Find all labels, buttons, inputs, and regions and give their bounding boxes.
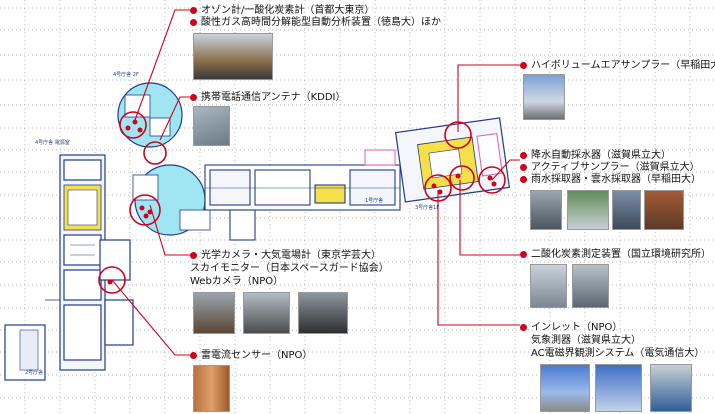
- label-sky-monitor: スカイモニター（日本スペースガード協会）: [190, 263, 389, 274]
- label-antenna: 携帯電話通信アンテナ（KDDI）: [190, 92, 346, 104]
- bullet-icon: [520, 61, 527, 69]
- building-1-corridor: [204, 149, 401, 241]
- bullet-icon: [520, 323, 527, 331]
- map-text-bldg4-2f: 4号庁舎 2F: [113, 72, 139, 78]
- marker-dots: [107, 119, 497, 285]
- photo-co2-1: [530, 264, 567, 308]
- label-rain-cloud: 雨水採取器・雲水採取器（早稲田大）: [520, 174, 701, 186]
- marker-circles: [98, 111, 506, 294]
- map-text-bldg2: 2号庁舎: [25, 370, 44, 376]
- label-web-camera: Webカメラ（NPO）: [190, 276, 284, 287]
- map-text-bldg4-power: 4号庁舎 電源室: [35, 140, 70, 146]
- label-ac-em: AC電磁界観測システム（電気通信大）: [531, 348, 705, 359]
- photo-precip-2: [567, 190, 609, 230]
- photo-high-volume: [523, 74, 565, 120]
- map-text-bldg1: 1号庁舎: [365, 198, 384, 204]
- bullet-icon: [190, 18, 197, 26]
- label-ozone: オゾン計/一酸化炭素計（首都大東京）: [190, 5, 374, 17]
- label-high-volume: ハイボリュームエアサンプラー（早稲田大）: [520, 60, 715, 72]
- photo-antenna: [193, 106, 230, 146]
- bullet-icon: [190, 93, 197, 101]
- label-precip-auto: 降水自動採水器（滋賀県立大）: [520, 150, 671, 162]
- map-text-bldg3: 3号庁舎1F: [415, 205, 440, 211]
- photo-inlet-2: [595, 364, 642, 412]
- photo-ozone-team: [193, 33, 273, 80]
- photo-camera-3: [298, 292, 348, 334]
- photo-precip-4: [644, 190, 684, 230]
- photo-inlet-3: [650, 364, 692, 412]
- building-3: [394, 117, 511, 203]
- bullet-icon: [190, 6, 197, 14]
- label-inlet: インレット（NPO）: [520, 322, 622, 334]
- bullet-icon: [190, 351, 197, 359]
- label-weather: 気象測器（滋賀県立大）: [531, 335, 641, 346]
- label-active-sampler: アクティブサンプラー（滋賀県立大）: [520, 162, 700, 174]
- label-co2: 二酸化炭素測定装置（国立環境研究所）: [520, 249, 711, 261]
- label-camera: 光学カメラ・大気電場計（東京学芸大）: [190, 250, 381, 262]
- photo-co2-2: [572, 264, 609, 308]
- label-acid-gas: 酸性ガス高時間分解能型自動分析装置（徳島大）ほか: [190, 17, 441, 29]
- bullet-icon: [190, 251, 197, 259]
- building-2: [99, 164, 211, 281]
- photo-camera-2: [243, 292, 290, 334]
- photo-precip-1: [530, 190, 562, 230]
- building-4: [4, 154, 134, 381]
- bullet-icon: [520, 151, 527, 159]
- photo-inlet-1: [540, 364, 590, 412]
- photo-precip-3: [612, 190, 641, 230]
- photo-camera-1: [193, 292, 235, 334]
- bullet-icon: [520, 163, 527, 171]
- bullet-icon: [520, 175, 527, 183]
- bullet-icon: [520, 250, 527, 258]
- photo-lightning-sensor: [193, 365, 230, 412]
- label-lightning: 雷電流センサー（NPO）: [190, 350, 312, 362]
